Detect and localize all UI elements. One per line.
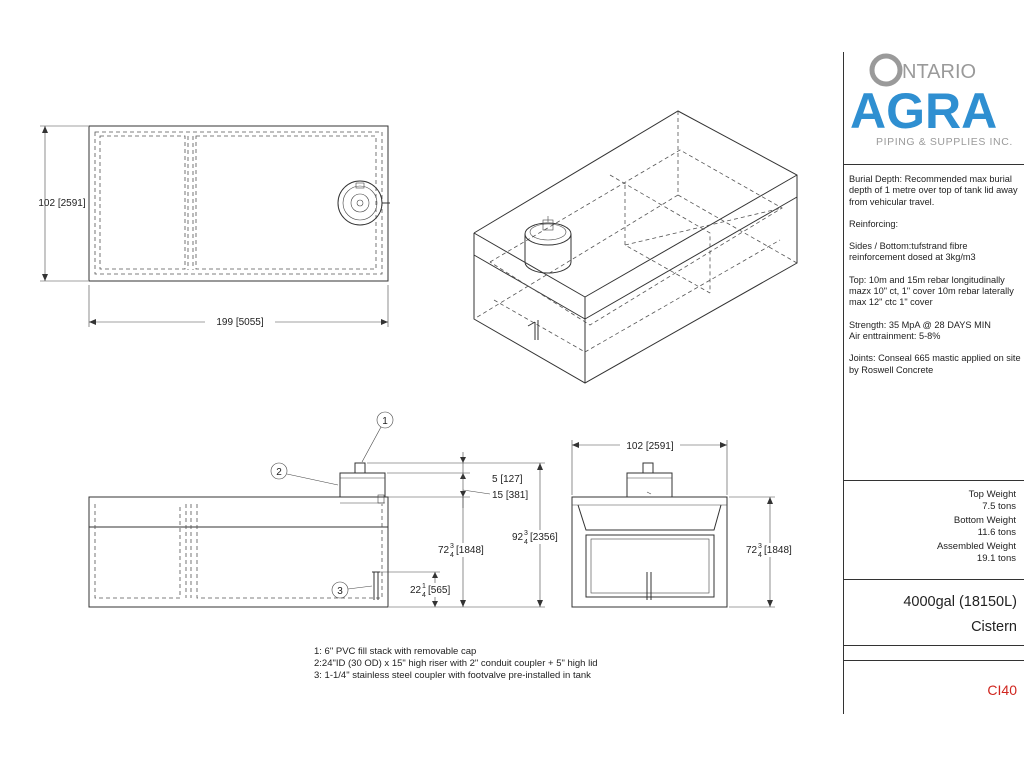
legend-item-3: 3: 1-1/4" stainless steel coupler with f… [314,670,591,681]
side-tank-height-dim: [1848] [456,545,484,556]
legend-item-1: 1: 6" PVC fill stack with removable cap [314,646,477,657]
riser-lid-dim: 5 [127] [492,474,523,485]
divider [844,645,1024,646]
bottom-weight-label: Bottom Weight [953,515,1016,526]
total-height-dim: [2356] [530,532,558,543]
isometric-view [473,110,798,384]
plan-view: 102 [2591] 199 [5055] [38,125,390,328]
note-sides: Sides / Bottom:tufstrand fibre reinforce… [849,241,976,263]
plan-length-dim: 199 [5055] [216,317,263,328]
end-elevation: 102 [2591] 72 3 4 [1848] [571,439,800,608]
end-tank-height-dim: [1848] [764,545,792,556]
logo-line1: NTARIO [902,61,976,83]
note-top: Top: 10m and 15m rebar longitudinally ma… [849,274,1014,308]
end-frac-72: 72 [746,545,758,556]
note-burial: Burial Depth: Recommended max burial dep… [849,174,1018,207]
callout-3: 3 [337,586,343,597]
plan-height-dim: 102 [2591] [38,198,85,209]
note-joints: Joints: Conseal 665 mastic applied on si… [849,353,1021,375]
divider [844,660,1024,661]
parts-legend: 1: 6" PVC fill stack with removable cap … [314,646,598,682]
bottom-weight-value: 11.6 tons [977,526,1016,538]
total-frac-92-num: 3 [524,530,528,537]
logo-line2: AGRA [850,83,997,139]
side-frac-72-den: 4 [450,552,454,559]
logo-line3: PIPING & SUPPLIES INC. [876,136,1013,148]
model-capacity: 4000gal (18150L) [903,594,1017,610]
model-type: Cistern [971,619,1017,635]
side-frac-72-num: 3 [450,543,454,550]
end-frac-72-num: 3 [758,543,762,550]
note-air: Air enttrainment: 5-8% [849,330,941,341]
title-block: NTARIO AGRA PIPING & SUPPLIES INC. Buria… [843,52,1024,714]
side-elevation: 1 2 3 5 [127] 15 [381] 72 3 4 [1848] 92 … [88,411,568,608]
assembled-weight-value: 19.1 tons [976,552,1016,564]
total-frac-92: 92 [512,532,524,543]
side-frac-72: 72 [438,545,450,556]
riser-height-dim: 15 [381] [492,490,528,501]
top-weight-label: Top Weight [968,489,1016,500]
weights-block: Top Weight 7.5 tons Bottom Weight 11.6 t… [844,486,1016,567]
coupler-height-dim: [565] [428,585,450,596]
end-frac-72-den: 4 [758,552,762,559]
end-width-dim: 102 [2591] [626,441,673,452]
note-strength: Strength: 35 MpA @ 28 DAYS MIN [849,319,991,330]
callout-2: 2 [276,467,282,478]
coupler-frac-22-num: 1 [422,583,426,590]
divider [844,579,1024,580]
assembled-weight-label: Assembled Weight [936,541,1016,552]
total-frac-92-den: 4 [524,539,528,546]
spec-notes: Burial Depth: Recommended max burial dep… [849,174,1024,387]
drawing-number: CI40 [987,682,1017,698]
divider [844,164,1024,165]
logo-ring-icon [869,53,903,87]
coupler-frac-22: 22 [410,585,422,596]
company-logo: NTARIO AGRA PIPING & SUPPLIES INC. [850,53,1013,148]
top-weight-value: 7.5 tons [982,500,1016,512]
legend-item-2: 2:24"ID (30 OD) x 15" high riser with 2"… [314,658,598,669]
callout-1: 1 [382,416,388,427]
divider [844,480,1024,481]
coupler-frac-22-den: 4 [422,592,426,599]
note-reinforcing: Reinforcing: [849,218,899,229]
